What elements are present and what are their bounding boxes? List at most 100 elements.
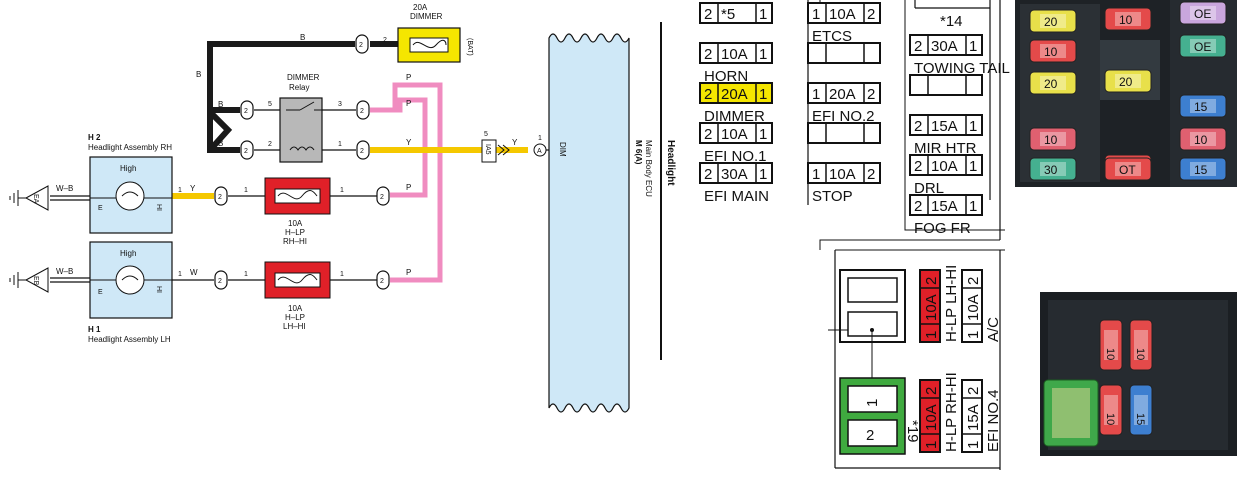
ecu-name: Main Body ECU [644, 140, 653, 197]
photo-fuse-label: 15 [1194, 163, 1208, 177]
fuse-slot [909, 74, 983, 96]
headlight-h1: High E HI 1 H 1 Headlight Assembly LH [88, 241, 182, 344]
photo-fuse-label: 10 [1044, 133, 1058, 147]
fuse-pin: 2 [867, 166, 875, 183]
fuse-pin: 1 [923, 331, 940, 339]
fuse-label: HORN [704, 68, 748, 85]
fuse-label: FOG FR [914, 220, 971, 237]
fuse-amp: 10A [829, 166, 856, 183]
photo-fuse: 10 [1029, 127, 1077, 151]
pin-number: 1 [338, 141, 342, 148]
photo-fuse-label: 10 [1104, 413, 1116, 425]
svg-text:RH–HI: RH–HI [283, 237, 307, 246]
pin-number: 3 [338, 101, 342, 108]
fuse-pin: 1 [812, 86, 820, 103]
pin-number: 2 [383, 37, 387, 44]
photo-fuse-label: 10 [1194, 133, 1208, 147]
fuse-pin: 2 [923, 387, 940, 395]
photo-fuse-label: 20 [1044, 77, 1058, 91]
connector: 2 [355, 34, 369, 54]
fuse-amp: 15A [965, 404, 982, 431]
pin-number: 1 [340, 271, 344, 278]
fuse-pin: 1 [969, 198, 977, 215]
ecu-title: M 6(A) [634, 140, 643, 165]
fuse-pin: 1 [759, 166, 767, 183]
fuse-pin: 1 [759, 86, 767, 103]
svg-text:2: 2 [218, 194, 222, 201]
pin-number: 5 [484, 131, 488, 138]
connector: 2 [240, 140, 254, 160]
fuse-label: EFI NO.4 [985, 389, 1002, 452]
fuse-hlp-rh: 10A H–LP RH–HI [264, 177, 331, 246]
photo-fuse-label: 20 [1119, 75, 1133, 89]
connector: 2 [240, 100, 254, 120]
fuse-pin: 1 [965, 331, 982, 339]
photo-fuse: 15 [1129, 384, 1153, 436]
svg-text:10A: 10A [288, 219, 303, 228]
connector: 2 [356, 140, 370, 160]
dimmer-fuse-amp: 20A [413, 3, 428, 12]
wire-label-y: Y [406, 138, 412, 147]
fuse-pin: 1 [923, 441, 940, 449]
svg-text:HI: HI [155, 204, 162, 211]
fuse-slot [807, 122, 881, 144]
photo-fuse: OE [1179, 34, 1227, 58]
fuse-label: EFI MAIN [704, 188, 769, 205]
connector: 2 [376, 186, 390, 206]
wire-label-p: P [406, 268, 411, 277]
svg-text:2: 2 [380, 194, 384, 201]
fuse-pin: 2 [867, 86, 875, 103]
fuse-amp: 10A [965, 294, 982, 321]
photo-fuse: OE [1179, 1, 1227, 25]
svg-text:2: 2 [218, 278, 222, 285]
photo-fuse: 20 [1029, 71, 1077, 95]
photo-fuse: 15 [1179, 157, 1227, 181]
fuse-amp: 20A [829, 86, 856, 103]
fuse-label: A/C [985, 317, 1002, 342]
wire-label-b: B [196, 70, 201, 79]
wire-label-b: B [218, 139, 223, 148]
wire-label-wb: W–B [56, 184, 73, 193]
wire-label-y: Y [190, 184, 196, 193]
pink-wires [370, 82, 443, 283]
fuse-amp: 30A [721, 166, 748, 183]
fuse-label: TOWING TAIL [914, 60, 1010, 77]
photo-fuse-label: OE [1194, 40, 1211, 54]
fuse-pin: 2 [914, 158, 922, 175]
photo-fuse: 30 [1029, 157, 1077, 181]
photo-fuse-label: OT [1119, 163, 1136, 177]
svg-text:Headlight Assembly LH: Headlight Assembly LH [88, 335, 171, 344]
ecu-pin-connector: A 1 [533, 135, 547, 157]
svg-text:HI: HI [155, 286, 162, 293]
fuse-pin: 1 [812, 6, 820, 23]
svg-text:H 1: H 1 [88, 325, 101, 334]
pin-number: 1 [340, 187, 344, 194]
svg-text:E: E [98, 205, 103, 212]
svg-text:2: 2 [244, 108, 248, 115]
fuse-pin: 2 [923, 277, 940, 285]
fuse-pin: 1 [812, 166, 820, 183]
pin-number: 1 [538, 135, 542, 142]
fuse-pin: 2 [965, 387, 982, 395]
wire-label-w: W [190, 268, 198, 277]
pin-number: 1 [244, 187, 248, 194]
svg-text:High: High [120, 164, 136, 173]
fuse-pin: 2 [704, 6, 712, 23]
junction-ia5: IA5 5 [481, 131, 510, 163]
dimmer-fuse: 20A DIMMER (BAT) 2 [383, 3, 473, 63]
fusebox-note: *14 [940, 13, 963, 30]
photo-fuse-label: 30 [1044, 163, 1058, 177]
photo-fuse-label: 10 [1104, 348, 1116, 360]
